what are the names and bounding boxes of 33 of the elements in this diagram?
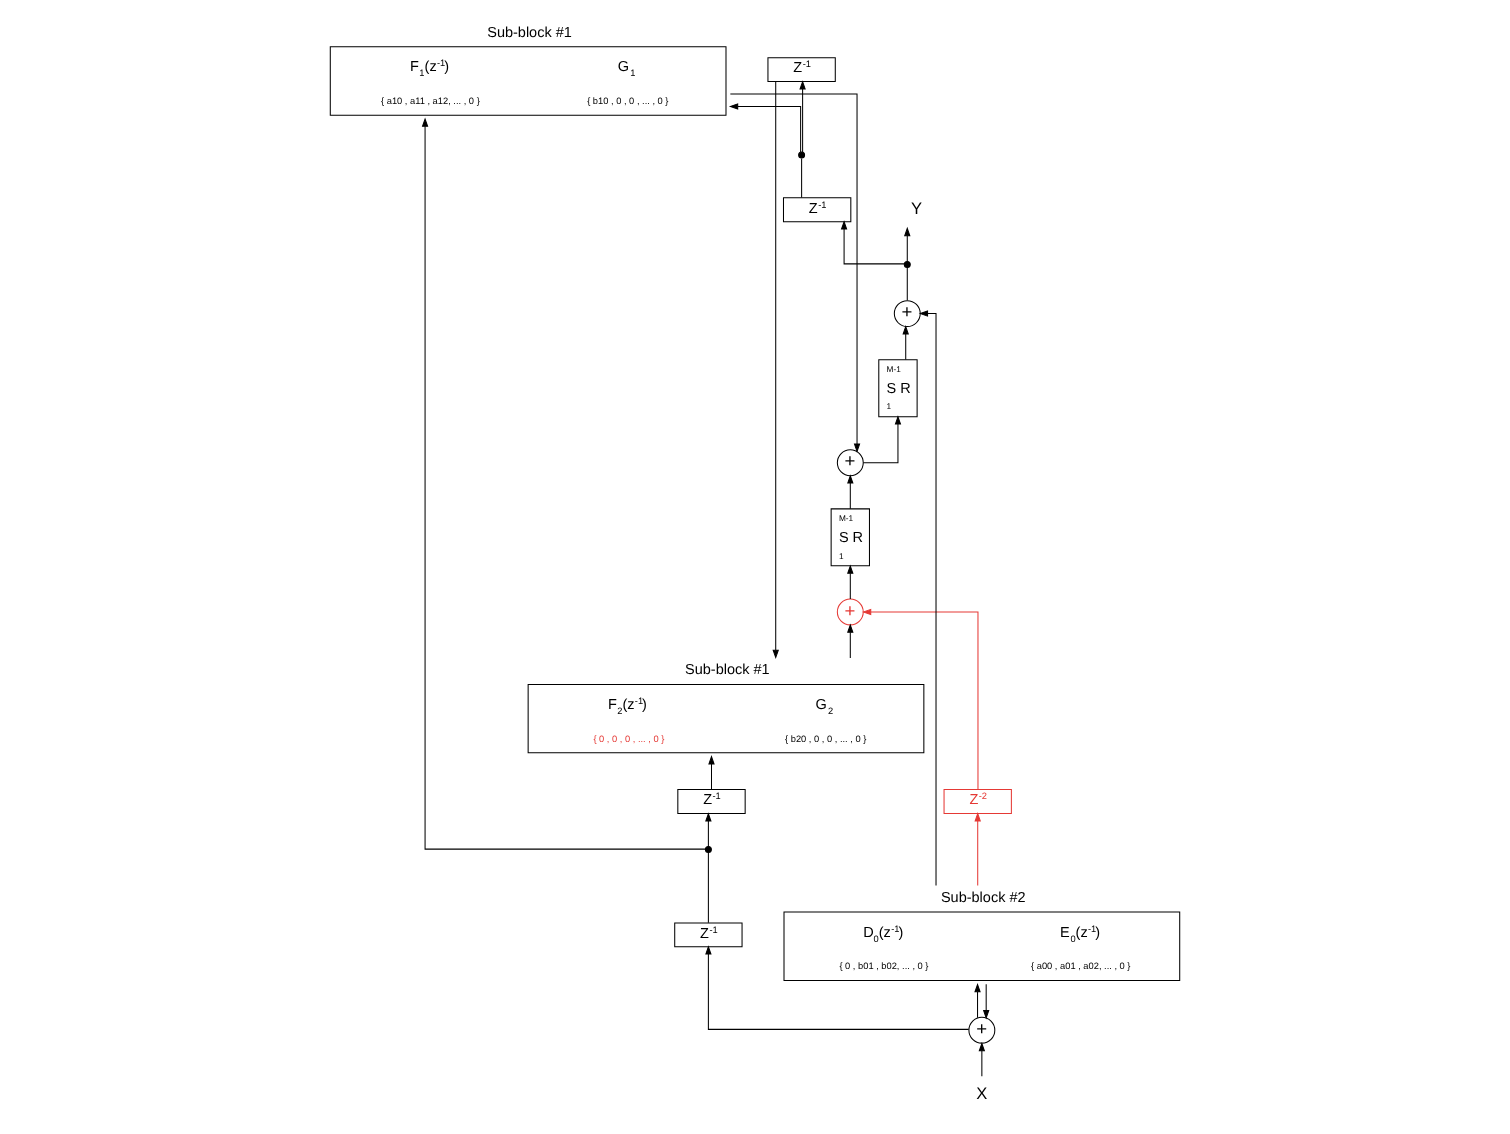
arrow — [799, 80, 806, 153]
node-text: Y — [910, 199, 922, 218]
arrow — [728, 103, 802, 153]
arrow — [772, 81, 779, 660]
node-text: X — [976, 1084, 988, 1103]
node-circle: + — [893, 300, 921, 328]
arrow — [847, 564, 854, 600]
arrow — [705, 945, 970, 1030]
connector — [707, 852, 709, 924]
arrow — [847, 623, 854, 659]
node-circle — [903, 261, 911, 268]
arrow — [974, 812, 981, 887]
node-circle: + — [836, 449, 864, 477]
arrow — [902, 325, 909, 361]
arrow — [421, 117, 706, 850]
arrow — [861, 608, 979, 790]
arrow — [982, 983, 990, 1020]
connector — [801, 157, 803, 199]
node-circle — [798, 151, 806, 159]
arrow — [978, 1041, 986, 1077]
arrow — [918, 310, 937, 887]
arrow — [705, 812, 712, 847]
connector — [906, 267, 908, 301]
arrow — [847, 474, 854, 510]
arrow — [904, 226, 911, 262]
arrow — [708, 755, 715, 791]
arrow — [840, 220, 905, 265]
arrow — [729, 93, 861, 453]
arrow — [862, 415, 902, 464]
node-circle: + — [968, 1016, 996, 1044]
node-circle: + — [836, 598, 864, 626]
node-circle — [704, 846, 712, 854]
arrow — [974, 982, 981, 1019]
